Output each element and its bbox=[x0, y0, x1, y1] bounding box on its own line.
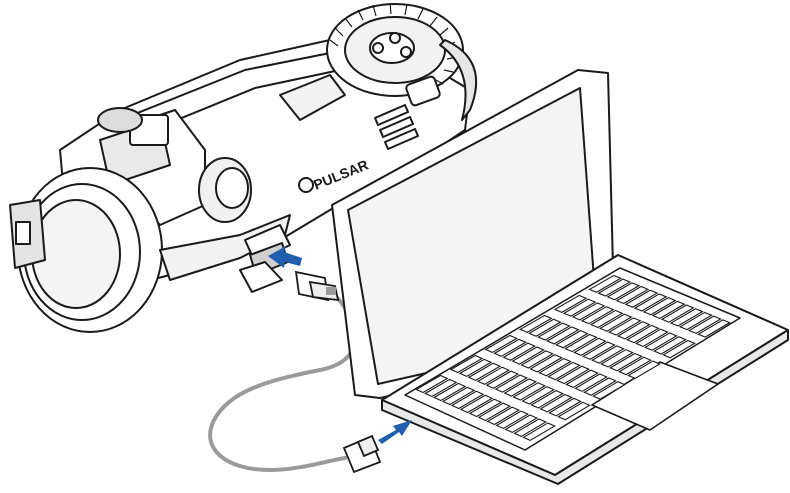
usb-connector-device-end bbox=[296, 272, 338, 300]
rear-knurled-ring bbox=[98, 108, 142, 132]
lens-cap-clip bbox=[16, 222, 30, 244]
dial-button-3 bbox=[401, 47, 411, 57]
usb-cable bbox=[210, 292, 355, 470]
insert-arrow-laptop bbox=[378, 420, 412, 444]
dial-button-2 bbox=[390, 33, 400, 43]
focus-wheel-inner bbox=[216, 168, 248, 208]
usb-connector-laptop-end bbox=[344, 436, 380, 472]
dial-button-1 bbox=[373, 43, 383, 53]
brand-logo-icon bbox=[299, 178, 313, 192]
